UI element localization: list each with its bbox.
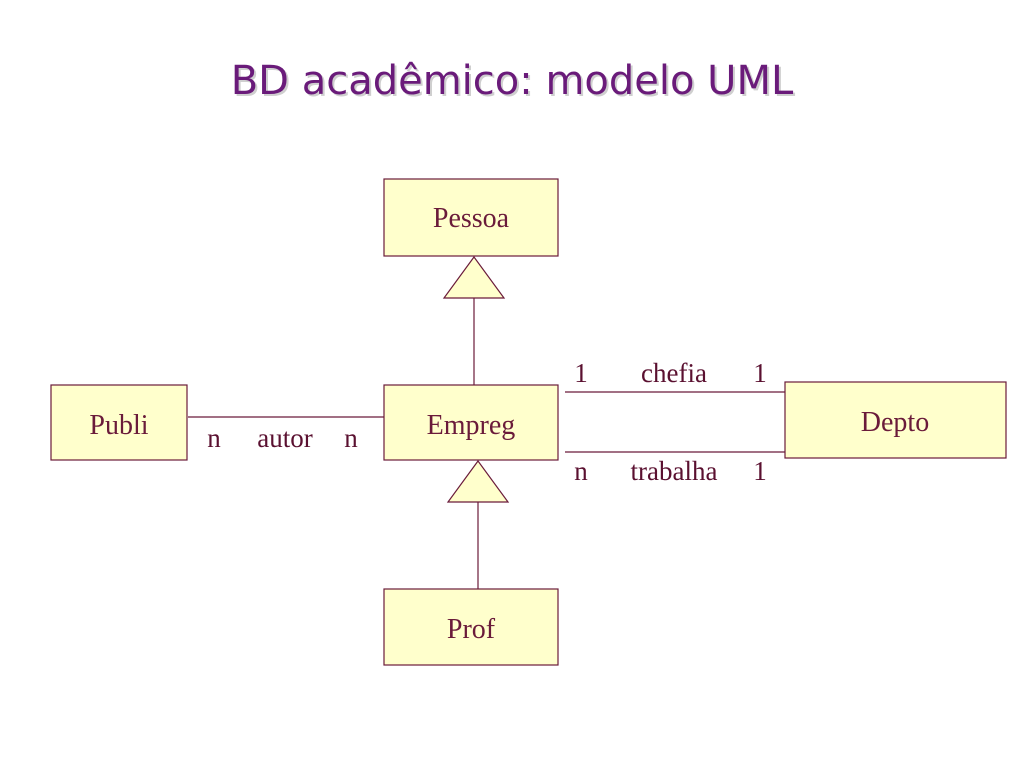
trabalha-left-multiplicity: n bbox=[574, 456, 588, 486]
class-pessoa-label: Pessoa bbox=[433, 203, 510, 234]
trabalha-name-label: trabalha bbox=[631, 456, 718, 486]
class-prof-label: Prof bbox=[447, 614, 496, 645]
class-depto: Depto bbox=[784, 381, 1007, 459]
slide-title: BD acadêmico: modelo UML bbox=[230, 58, 794, 104]
class-prof: Prof bbox=[383, 588, 559, 666]
autor-left-multiplicity: n bbox=[207, 423, 221, 453]
class-publi: Publi bbox=[50, 384, 188, 461]
class-empreg-label: Empreg bbox=[427, 410, 516, 441]
autor-name-label: autor bbox=[257, 423, 312, 453]
class-publi-box bbox=[50, 384, 188, 461]
class-publi-label: Publi bbox=[89, 410, 148, 441]
generalization-arrow-empreg bbox=[446, 459, 510, 503]
class-pessoa: Pessoa bbox=[383, 178, 559, 257]
class-empreg-box bbox=[383, 384, 559, 461]
class-empreg: Empreg bbox=[383, 384, 559, 461]
class-depto-box bbox=[784, 381, 1007, 459]
class-pessoa-box bbox=[383, 178, 559, 257]
chefia-name-label: chefia bbox=[641, 358, 707, 388]
chefia-left-multiplicity: 1 bbox=[574, 358, 588, 388]
autor-right-multiplicity: n bbox=[344, 423, 358, 453]
class-depto-label: Depto bbox=[861, 407, 929, 438]
generalization-arrow-pessoa bbox=[442, 255, 506, 299]
trabalha-right-multiplicity: 1 bbox=[753, 456, 767, 486]
chefia-right-multiplicity: 1 bbox=[753, 358, 767, 388]
class-prof-box bbox=[383, 588, 559, 666]
